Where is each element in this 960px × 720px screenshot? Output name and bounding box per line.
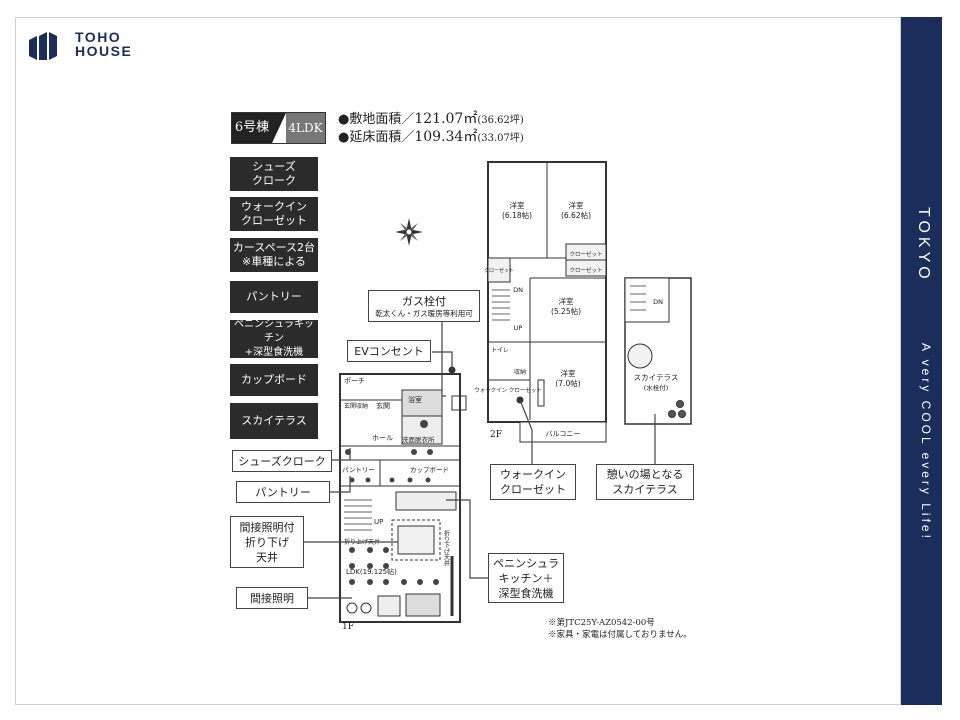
- floor1-plan: [339, 366, 467, 623]
- brand-sidebar: TOKYO A very COOL every Life!: [901, 17, 942, 705]
- f2-closet-b: クローゼット: [569, 266, 602, 274]
- f2-room2-name: 洋室: [569, 200, 584, 210]
- floor2-label: 2F: [490, 430, 502, 440]
- callout-indirect-lighting: 間接照明: [236, 587, 308, 609]
- brand-line1: TOHO: [75, 29, 122, 45]
- feature-car-space: カースペース2台 ※車種による: [230, 238, 318, 272]
- f2-room3-size: (5.25帖): [551, 306, 581, 316]
- f2-room2-size: (6.62帖): [561, 210, 591, 220]
- f2-balcony: バルコニー: [546, 430, 581, 438]
- brand-line2: HOUSE: [75, 43, 133, 59]
- f1-hall: ホール: [372, 434, 393, 442]
- roof-faucet: (水栓付): [644, 383, 669, 392]
- content-frame: [15, 17, 901, 705]
- floor-plan-drawing: ポーチ 浴室 玄関 玄関収納 ホール 洗面脱衣所 パントリー カップボード UP…: [304, 161, 692, 623]
- sidebar-tagline: A very COOL every Life!: [919, 343, 933, 541]
- callout-leaders: [304, 314, 656, 599]
- callout-gas-sub: 乾太くん・ガス暖房等利用可: [375, 308, 473, 318]
- callout-gas-title: ガス栓付: [402, 294, 446, 308]
- floor-area-row: ●延床面積／109.34㎡(33.07坪): [338, 129, 524, 147]
- feature-walkin-closet: ウォークイン クローゼット: [230, 197, 318, 231]
- callout-gas-outlet: ガス栓付 乾太くん・ガス暖房等利用可: [368, 290, 480, 322]
- f1-bath: 浴室: [408, 395, 422, 404]
- f2-room1-name: 洋室: [510, 200, 525, 210]
- badge-divider: [272, 113, 286, 143]
- logo-mark-icon: [29, 32, 57, 60]
- site-area-row: ●敷地面積／121.07㎡(36.62坪): [338, 111, 524, 129]
- f2-dn: DN: [513, 286, 523, 294]
- f2-closet-c: クローゼット: [484, 267, 514, 274]
- f2-storage: 収納: [514, 368, 526, 376]
- f1-cupboard: カップボード: [410, 466, 449, 474]
- f2-room4-size: (7.0帖): [555, 378, 580, 388]
- roof-dn: DN: [653, 298, 663, 306]
- callout-ev-outlet: EVコンセント: [347, 340, 431, 362]
- feature-cupboard: カップボード: [230, 364, 318, 396]
- compass-icon: [395, 218, 423, 246]
- unit-badge: 6号棟 4LDK: [231, 112, 326, 144]
- callout-pantry: パントリー: [236, 481, 330, 503]
- f1-entrance: 玄関: [376, 401, 390, 410]
- sidebar-city: TOKYO: [915, 207, 932, 283]
- f2-closet-a: クローゼット: [569, 250, 602, 258]
- notes: ※第JTC25Y-AZ0542-00号 ※家具・家電は付属しておりません。: [548, 617, 692, 641]
- floor2-plan: [487, 161, 607, 443]
- f2-room4-name: 洋室: [561, 368, 576, 378]
- note-furniture: ※家具・家電は付属しておりません。: [548, 630, 692, 640]
- roof-terrace-label: スカイテラス: [634, 373, 679, 382]
- toho-house-logo: TOHO HOUSE: [27, 30, 147, 62]
- callout-sky-terrace: 憩いの場となる スカイテラス: [596, 464, 694, 500]
- floor1-label: 1F: [342, 622, 354, 632]
- floor-area-label: ●延床面積／: [338, 130, 415, 145]
- site-area-label: ●敷地面積／: [338, 112, 415, 127]
- f1-pantry: パントリー: [342, 466, 375, 474]
- f1-porch: ポーチ: [344, 377, 365, 385]
- f2-walkin: ウォークイン クローゼット: [474, 386, 542, 394]
- roof-text: DN スカイテラス (水栓付): [634, 298, 679, 392]
- f1-up: UP: [374, 518, 383, 526]
- roof-plan: [624, 277, 692, 425]
- f1-dropped-ceiling: 折り下げ天井: [443, 529, 450, 567]
- unit-layout: 4LDK: [286, 113, 325, 143]
- floor-area-value: 109.34㎡: [414, 129, 478, 145]
- callout-peninsula-kitchen: ペニンシュラ キッチン＋ 深型食洗機: [488, 553, 564, 603]
- f1-washroom: 洗面脱衣所: [402, 435, 435, 444]
- area-summary: ●敷地面積／121.07㎡(36.62坪) ●延床面積／109.34㎡(33.0…: [338, 111, 524, 147]
- site-area-tsubo: (36.62坪): [477, 115, 524, 126]
- brand-name: TOHO HOUSE: [75, 30, 132, 58]
- site-area-value: 121.07㎡: [414, 111, 478, 127]
- f1-ldk: LDK(19.125帖): [346, 567, 397, 576]
- floor-area-tsubo: (33.07坪): [477, 133, 524, 144]
- f2-room1-size: (6.18帖): [502, 210, 532, 220]
- note-permit: ※第JTC25Y-AZ0542-00号: [548, 618, 655, 628]
- unit-number: 6号棟: [232, 113, 272, 143]
- f2-room3-name: 洋室: [559, 296, 574, 306]
- callout-shoes-cloak: シューズクローク: [232, 450, 332, 472]
- feature-pantry: パントリー: [230, 281, 318, 313]
- f1-entrance-storage: 玄関収納: [344, 402, 368, 410]
- feature-shoes-cloak: シューズ クローク: [230, 157, 318, 191]
- f2-toilet: トイレ: [491, 347, 509, 354]
- callout-walkin-closet: ウォークイン クローゼット: [490, 464, 576, 500]
- floor2-text: 洋室 (6.18帖) 洋室 (6.62帖) 洋室 (5.25帖) 洋室 (7.0…: [474, 200, 602, 438]
- callout-dropped-ceiling: 間接照明付 折り下げ 天井: [230, 516, 304, 568]
- feature-sky-terrace: スカイテラス: [230, 403, 318, 439]
- feature-peninsula-kitchen: ペニンシュラキッチン +深型食洗機: [230, 319, 318, 358]
- f2-up: UP: [514, 324, 523, 332]
